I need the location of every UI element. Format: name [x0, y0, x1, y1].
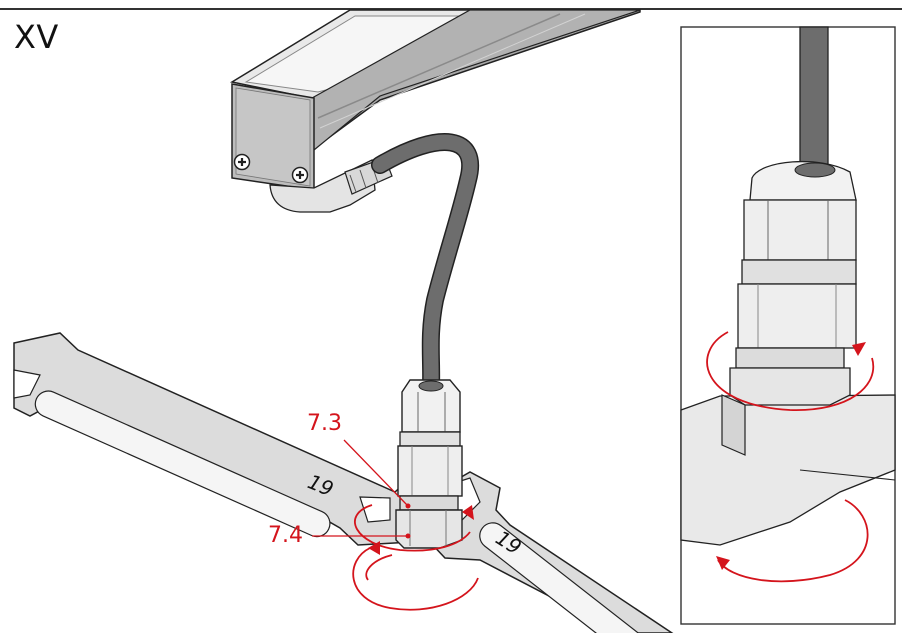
callout-7-4: 7.4: [268, 523, 303, 548]
callout-7-3: 7.3: [307, 411, 342, 436]
arrow-head-icon: [852, 342, 866, 356]
arrow-head-icon: [368, 541, 380, 555]
cable-connector: [395, 379, 463, 549]
arrow-head-icon: [716, 556, 730, 570]
screw-icon: [291, 166, 309, 184]
led-profile: [229, 9, 641, 213]
detail-inset: [680, 26, 896, 625]
callout-dot: [405, 503, 411, 509]
callout-leader-73: [343, 439, 409, 507]
right-wrench: [427, 471, 675, 637]
left-wrench: [13, 332, 431, 546]
step-label: XV: [14, 18, 59, 56]
rotation-arrows: [352, 504, 479, 611]
callout-dot: [405, 533, 411, 539]
screw-icon: [233, 153, 251, 171]
arrow-head-icon: [462, 505, 474, 520]
